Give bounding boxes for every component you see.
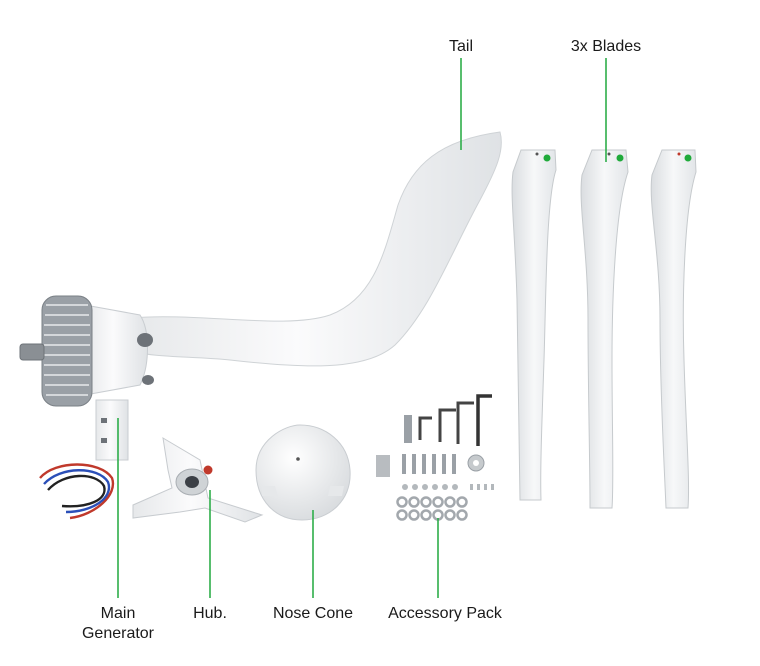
nose-cone — [256, 425, 350, 520]
label-accessory-pack: Accessory Pack — [378, 604, 512, 624]
hub — [133, 438, 262, 522]
label-blades: 3x Blades — [556, 37, 656, 57]
label-main-generator: Main Generator — [68, 604, 168, 644]
tail-fin — [130, 132, 501, 366]
label-tail: Tail — [440, 37, 482, 57]
main-generator — [20, 296, 154, 460]
label-nose-cone: Nose Cone — [263, 604, 363, 624]
label-main-generator-line1: Main — [68, 604, 168, 624]
label-hub: Hub. — [180, 604, 240, 624]
blade-3 — [651, 150, 696, 508]
accessory-pack — [376, 396, 494, 520]
blade-2 — [581, 150, 628, 508]
label-main-generator-line2: Generator — [68, 624, 168, 644]
blade-1 — [512, 150, 556, 500]
generator-cables — [40, 465, 113, 519]
